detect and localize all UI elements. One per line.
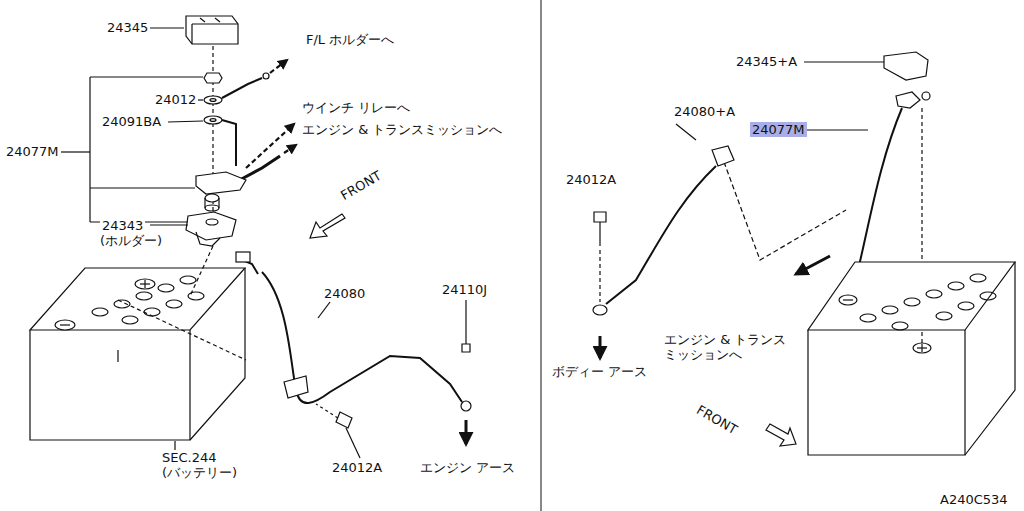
destination-note: F/L ホルダーへ [304, 32, 396, 47]
callout-number: 24077M [4, 144, 61, 159]
terminal-cover [884, 52, 928, 80]
callout-number: 24080+A [672, 104, 737, 119]
part-note: (ホルダー) [98, 233, 164, 248]
front-arrow [310, 214, 345, 238]
terminal-clamp [196, 172, 246, 211]
battery [808, 262, 1015, 455]
leader-line [150, 27, 184, 28]
part-note: (バッテリー) [160, 465, 239, 480]
callout-number: 24012 [153, 92, 198, 107]
callout-number: 24345+A [734, 54, 799, 69]
relay-wire [222, 120, 236, 166]
destination-note: エンジン & トランスミッションへ [662, 332, 794, 362]
callout-number: 24091BA [100, 114, 163, 129]
destination-note: ウインチ リレーへ [300, 100, 412, 115]
washer [204, 96, 222, 104]
callout-number: 24343 [100, 218, 145, 233]
terminal-cover [186, 16, 238, 44]
ground-note: エンジン アース [418, 460, 517, 475]
ground-arrow [465, 420, 468, 444]
callout-number: 24345 [105, 20, 150, 35]
panel-divider [541, 0, 542, 511]
callout-number: 24077M [750, 122, 807, 137]
drawing [30, 0, 1015, 511]
ground-note: ボディー アース [550, 364, 649, 379]
washer [204, 116, 222, 124]
nut [204, 73, 222, 83]
destination-note: エンジン & トランスミッションへ [300, 122, 504, 137]
figure-code: A240C534 [938, 492, 1010, 507]
group-bracket [58, 77, 203, 222]
front-arrow [766, 424, 796, 446]
bolt [594, 212, 606, 222]
fusible-link-wire [222, 78, 262, 98]
section-reference: SEC.244 [160, 450, 219, 465]
callout-number: 24080 [322, 286, 367, 301]
ground-cable [236, 252, 471, 411]
terminal-holder [186, 212, 236, 246]
battery [30, 268, 245, 440]
direction-label: FRONT [692, 401, 741, 438]
direction-label: FRONT [336, 167, 385, 204]
callout-number: 24110J [440, 282, 489, 297]
callout-number: 24012A [564, 172, 618, 187]
callout-number: 24012A [330, 460, 384, 475]
